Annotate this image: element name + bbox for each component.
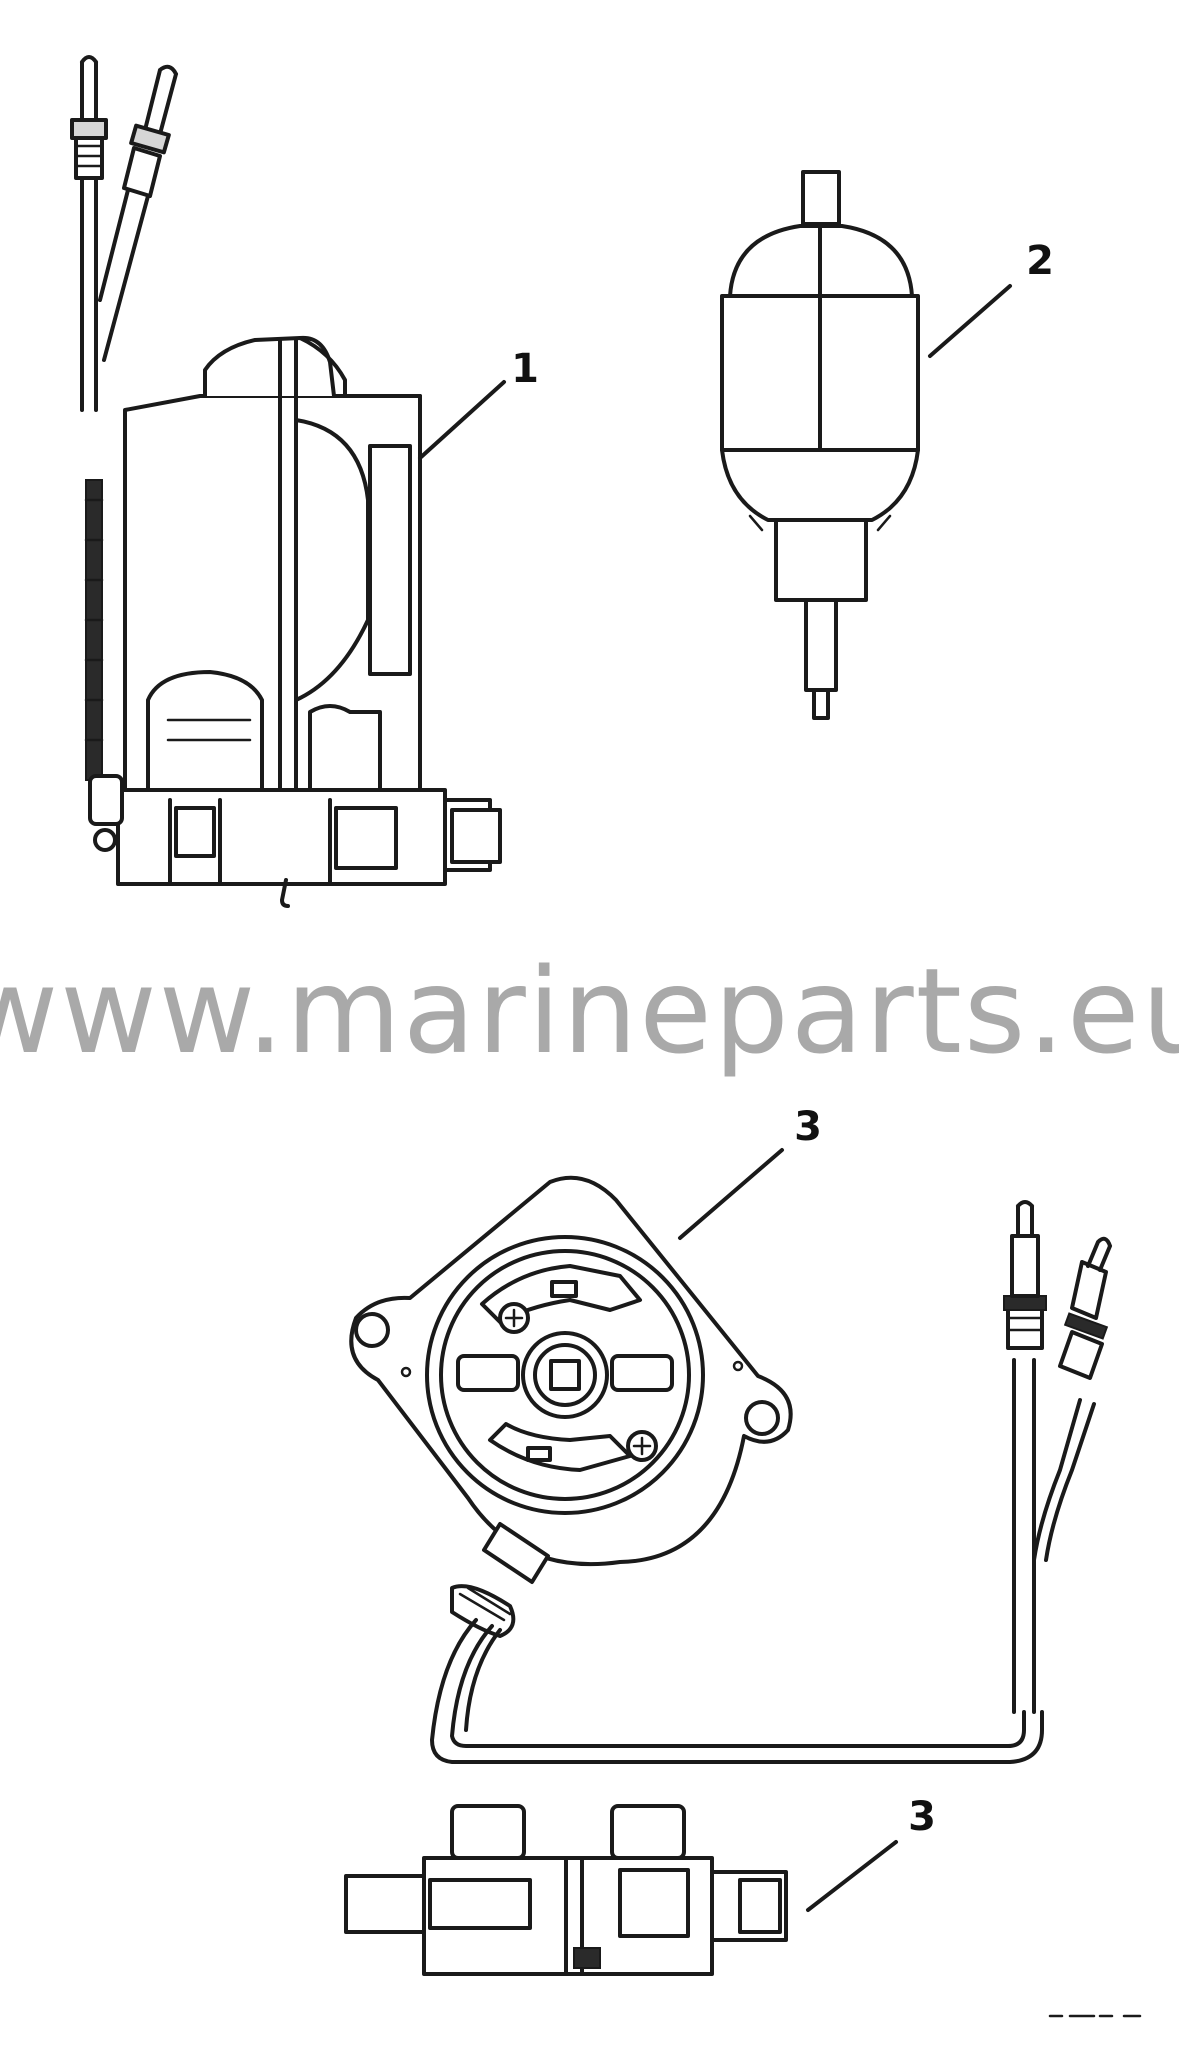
part-1-wire-leads xyxy=(70,55,178,781)
part-3-brush-plate-drawing xyxy=(349,1175,1112,1764)
part-1-base-block xyxy=(88,774,502,908)
part-3-lower-callout: 3 xyxy=(806,1794,936,1912)
part-2-reservoir-drawing xyxy=(720,170,920,720)
callout-2: 2 xyxy=(1026,238,1054,284)
part-1-motor-drawing xyxy=(70,55,502,908)
part-3-valve-block-drawing xyxy=(344,1804,788,1976)
callout-1: 1 xyxy=(511,346,539,392)
watermark-text: www.marineparts.eu xyxy=(0,942,1179,1080)
callout-3-lower: 3 xyxy=(908,1794,936,1840)
part-3-upper-callout: 3 xyxy=(678,1104,822,1240)
callout-3-upper: 3 xyxy=(794,1104,822,1150)
part-1-callout: 1 xyxy=(418,346,539,460)
part-2-callout: 2 xyxy=(928,238,1054,358)
